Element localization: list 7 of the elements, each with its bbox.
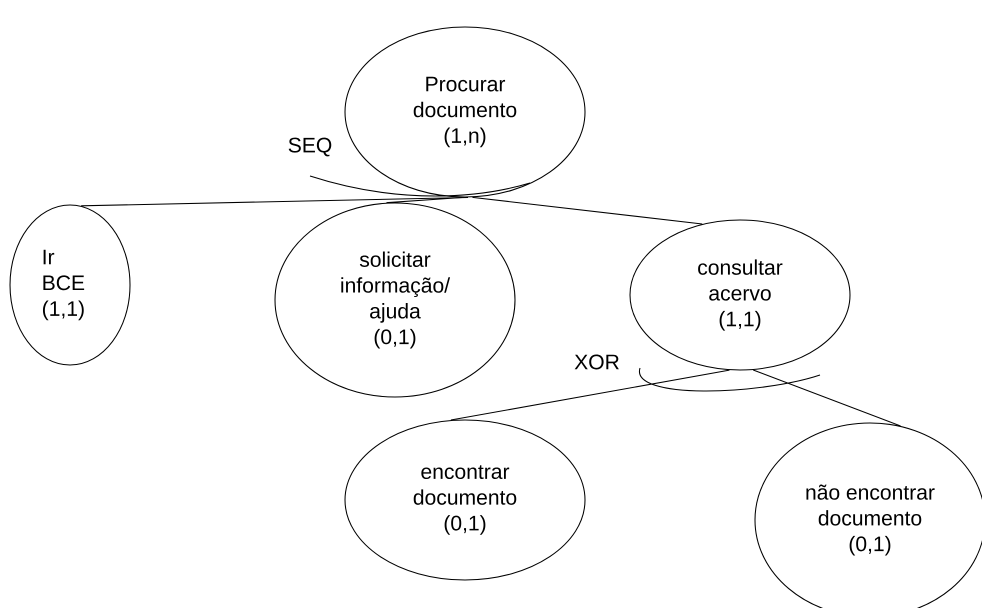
operator-label: SEQ — [288, 138, 332, 156]
connector-line — [386, 196, 462, 204]
connector-line — [472, 196, 702, 225]
connector-line — [450, 370, 730, 421]
connector-line — [81, 196, 468, 206]
connector-line — [753, 369, 901, 426]
operator-label: XOR — [574, 354, 619, 370]
